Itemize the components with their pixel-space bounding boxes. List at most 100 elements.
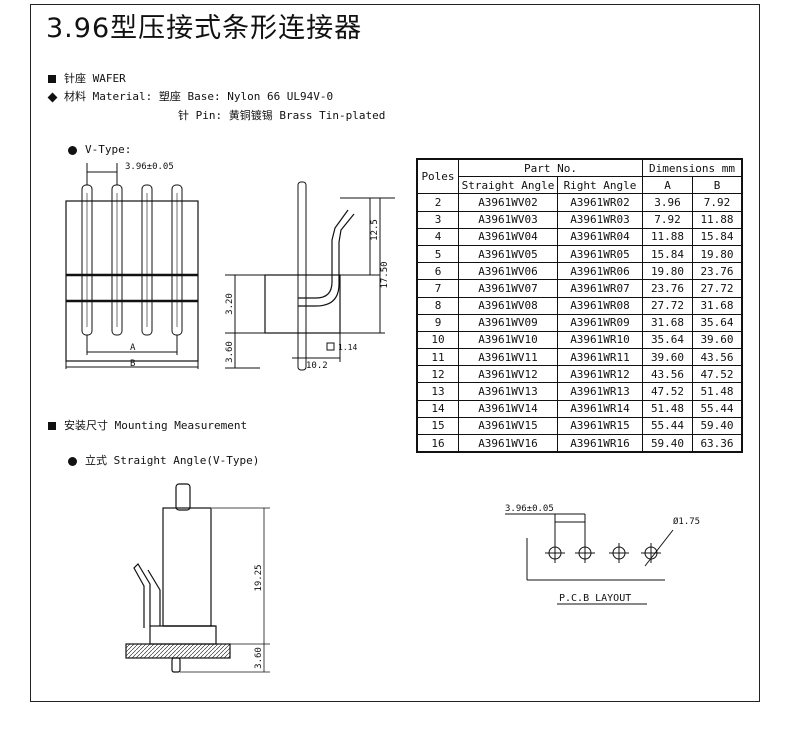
table-cell-a: 31.68 bbox=[642, 313, 693, 332]
table-cell-straight: A3961WV10 bbox=[458, 330, 558, 350]
table-cell-straight: A3961WV07 bbox=[458, 279, 558, 298]
table-cell-right: A3961WR16 bbox=[557, 434, 643, 453]
table-cell-a: 19.80 bbox=[642, 262, 693, 281]
table-cell-b: 47.52 bbox=[692, 365, 743, 384]
spec-wafer: 针座 WAFER bbox=[48, 70, 126, 86]
pcb-layout: 3.96±0.05 Ø1.75 P.C.B LAYOUT bbox=[505, 504, 700, 605]
table-cell-right: A3961WR10 bbox=[557, 330, 643, 350]
table-cell-a: 43.56 bbox=[642, 365, 693, 384]
table-cell-a: 23.76 bbox=[642, 279, 693, 298]
header-right-angle: Right Angle bbox=[557, 176, 643, 195]
spec-material-text: 材料 Material: 塑座 Base: Nylon 66 UL94V-0 bbox=[64, 90, 334, 103]
vtype-pitch-label: 3.96±0.05 bbox=[125, 162, 174, 172]
table-cell-right: A3961WR07 bbox=[557, 279, 643, 298]
table-cell-poles: 11 bbox=[416, 348, 459, 367]
vtype-label: V-Type: bbox=[85, 143, 132, 156]
table-cell-a: 47.52 bbox=[642, 382, 693, 401]
table-cell-poles: 12 bbox=[416, 365, 459, 384]
header-dimensions: Dimensions mm bbox=[642, 158, 743, 178]
table-cell-poles: 16 bbox=[416, 434, 459, 453]
vtype-dim-3-60: 3.60 bbox=[225, 341, 235, 363]
table-cell-right: A3961WR11 bbox=[557, 348, 643, 367]
table-cell-a: 39.60 bbox=[642, 348, 693, 367]
table-cell-b: 11.88 bbox=[692, 210, 743, 229]
table-cell-straight: A3961WV16 bbox=[458, 434, 558, 453]
table-cell-b: 27.72 bbox=[692, 279, 743, 298]
table-cell-straight: A3961WV05 bbox=[458, 244, 558, 264]
vtype-front-view: 3.96±0.05 A B bbox=[65, 162, 199, 369]
table-cell-a: 55.44 bbox=[642, 416, 693, 436]
vtype-dim-a: A bbox=[130, 343, 136, 353]
table-cell-b: 39.60 bbox=[692, 330, 743, 350]
table-cell-a: 7.92 bbox=[642, 210, 693, 229]
table-cell-right: A3961WR02 bbox=[557, 193, 643, 212]
table-cell-b: 43.56 bbox=[692, 348, 743, 367]
table-cell-straight: A3961WV11 bbox=[458, 348, 558, 367]
table-cell-b: 55.44 bbox=[692, 399, 743, 418]
table-cell-poles: 6 bbox=[416, 262, 459, 281]
table-cell-poles: 14 bbox=[416, 399, 459, 418]
table-cell-poles: 15 bbox=[416, 416, 459, 436]
table-cell-right: A3961WR05 bbox=[557, 244, 643, 264]
table-cell-right: A3961WR14 bbox=[557, 399, 643, 418]
header-dim-a: A bbox=[642, 176, 693, 195]
table-cell-straight: A3961WV15 bbox=[458, 416, 558, 436]
table-cell-b: 31.68 bbox=[692, 296, 743, 315]
mounting-dim-3-60: 3.60 bbox=[254, 647, 264, 669]
table-cell-poles: 4 bbox=[416, 227, 459, 246]
table-cell-b: 7.92 bbox=[692, 193, 743, 212]
vtype-dim-12-5: 12.5 bbox=[370, 219, 380, 241]
table-cell-straight: A3961WV14 bbox=[458, 399, 558, 418]
table-cell-b: 23.76 bbox=[692, 262, 743, 281]
part-number-table: Poles Part No. Dimensions mm Straight An… bbox=[416, 158, 743, 454]
table-cell-straight: A3961WV03 bbox=[458, 210, 558, 229]
mounting-view: 19.25 3.60 bbox=[125, 483, 270, 673]
table-cell-a: 51.48 bbox=[642, 399, 693, 418]
table-cell-poles: 2 bbox=[416, 193, 459, 212]
table-cell-straight: A3961WV09 bbox=[458, 313, 558, 332]
table-cell-right: A3961WR06 bbox=[557, 262, 643, 281]
pcb-pitch-label: 3.96±0.05 bbox=[505, 504, 554, 514]
table-cell-b: 63.36 bbox=[692, 434, 743, 453]
table-cell-poles: 3 bbox=[416, 210, 459, 229]
table-cell-right: A3961WR04 bbox=[557, 227, 643, 246]
spec-wafer-text: 针座 WAFER bbox=[64, 72, 126, 85]
table-cell-b: 51.48 bbox=[692, 382, 743, 401]
mounting-dim-19-25: 19.25 bbox=[254, 564, 264, 591]
table-cell-poles: 13 bbox=[416, 382, 459, 401]
header-part-no: Part No. bbox=[458, 158, 643, 178]
table-cell-b: 15.84 bbox=[692, 227, 743, 246]
vtype-dim-17-50: 17.50 bbox=[380, 261, 390, 288]
spec-material: 材料 Material: 塑座 Base: Nylon 66 UL94V-0 bbox=[47, 88, 334, 104]
table-cell-a: 15.84 bbox=[642, 244, 693, 264]
table-cell-poles: 10 bbox=[416, 330, 459, 350]
circle-bullet-icon bbox=[68, 145, 77, 155]
mounting-title: 安装尺寸 Mounting Measurement bbox=[64, 419, 248, 432]
header-dim-b: B bbox=[692, 176, 743, 195]
table-cell-right: A3961WR09 bbox=[557, 313, 643, 332]
mounting-subheading: 立式 Straight Angle(V-Type) bbox=[68, 452, 259, 468]
vtype-dim-10-2: 10.2 bbox=[306, 361, 328, 371]
table-cell-right: A3961WR03 bbox=[557, 210, 643, 229]
vtype-dim-3-20: 3.20 bbox=[225, 293, 235, 315]
table-cell-a: 3.96 bbox=[642, 193, 693, 212]
table-cell-a: 27.72 bbox=[642, 296, 693, 315]
table-cell-right: A3961WR12 bbox=[557, 365, 643, 384]
table-cell-straight: A3961WV12 bbox=[458, 365, 558, 384]
table-cell-right: A3961WR13 bbox=[557, 382, 643, 401]
vtype-side-view: 12.5 17.50 3.20 3.60 10.2 1.14 bbox=[225, 181, 395, 371]
